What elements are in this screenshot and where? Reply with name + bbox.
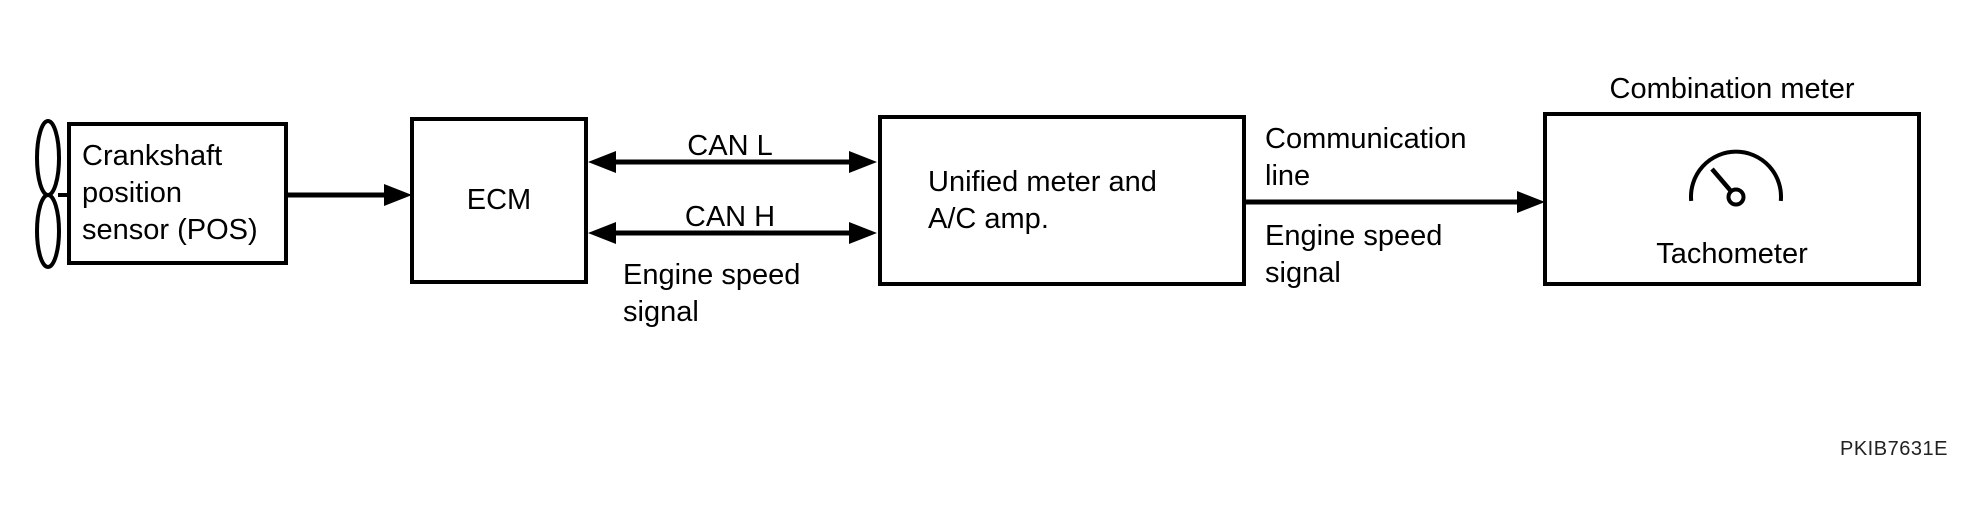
amp-to-combination-meter-arrow (1246, 191, 1545, 213)
sensor-to-ecm-arrow (288, 184, 412, 206)
crankshaft-position-sensor-icon (35, 119, 76, 269)
node-unified-meter-ac-amp-label: Unified meter and A/C amp. (928, 165, 1157, 235)
combination-meter-title: Combination meter (1609, 73, 1855, 105)
tachometer-label: Tachometer (1656, 238, 1808, 270)
node-crankshaft-position-sensor-label: Crankshaft position sensor (POS) (82, 140, 258, 246)
node-crankshaft-position-sensor: Crankshaft position sensor (POS) (67, 122, 288, 265)
can-h-arrow (588, 222, 877, 244)
can-l-label: CAN L (687, 130, 773, 162)
node-ecm: ECM (410, 117, 588, 284)
tachometer-gauge-icon (1689, 149, 1783, 207)
communication-line-label: Communication line (1265, 123, 1467, 192)
node-unified-meter-ac-amp: Unified meter and A/C amp. (878, 115, 1246, 286)
node-ecm-label: ECM (466, 184, 532, 216)
engine-speed-signal-label-left: Engine speed signal (623, 259, 801, 328)
can-l-arrow (588, 151, 877, 173)
can-h-label: CAN H (684, 201, 776, 233)
engine-speed-signal-label-right: Engine speed signal (1265, 220, 1443, 289)
figure-code: PKIB7631E (1840, 438, 1948, 460)
